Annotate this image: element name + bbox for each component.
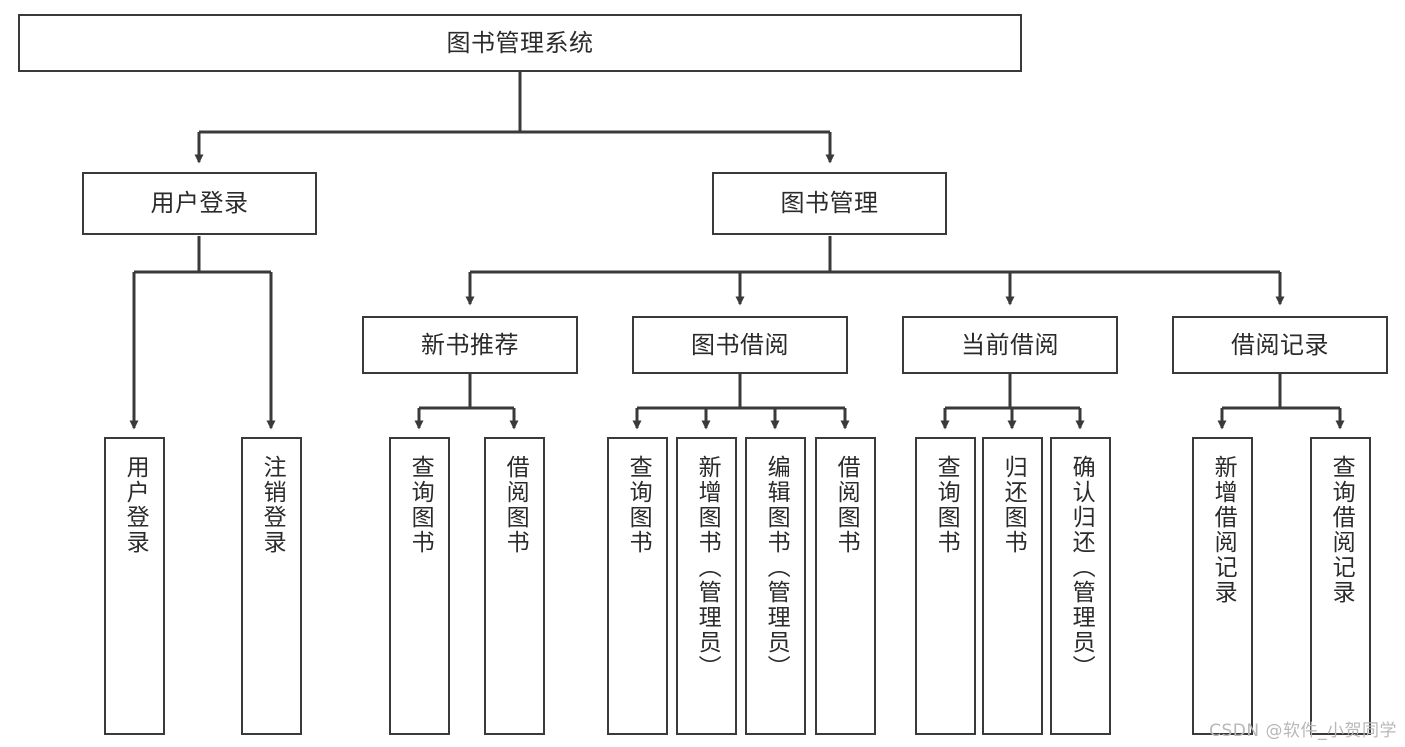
node-label: 新增图书（管理员） <box>694 455 721 680</box>
node-label: 注销登录 <box>259 455 286 555</box>
node-label: 借阅记录 <box>1231 330 1329 359</box>
node-leaf-user-login[interactable]: 用户登录 <box>104 437 165 735</box>
node-leaf-user-logout[interactable]: 注销登录 <box>241 437 302 735</box>
node-root-book-management-system[interactable]: 图书管理系统 <box>18 14 1022 72</box>
node-label: 图书借阅 <box>691 330 789 359</box>
node-leaf-add-book[interactable]: 新增图书（管理员） <box>676 437 737 735</box>
node-label: 用户登录 <box>150 189 249 218</box>
node-leaf-query-book-2[interactable]: 查询图书 <box>607 437 668 735</box>
node-leaf-borrow-book-2[interactable]: 借阅图书 <box>815 437 876 735</box>
node-label: 确认归还（管理员） <box>1068 455 1095 680</box>
node-label: 借阅图书 <box>502 455 529 555</box>
node-label: 查询图书 <box>625 455 652 555</box>
node-leaf-query-book-3[interactable]: 查询图书 <box>915 437 976 735</box>
node-book-manage[interactable]: 图书管理 <box>712 172 947 235</box>
node-label: 当前借阅 <box>961 330 1059 359</box>
node-label: 借阅图书 <box>833 455 860 555</box>
node-label: 查询图书 <box>933 455 960 555</box>
node-new-book-recommend[interactable]: 新书推荐 <box>362 316 578 374</box>
node-label: 查询借阅记录 <box>1328 455 1355 605</box>
node-current-borrow[interactable]: 当前借阅 <box>902 316 1118 374</box>
node-label: 新增借阅记录 <box>1210 455 1237 605</box>
node-label: 归还图书 <box>1000 455 1027 555</box>
node-borrow-record[interactable]: 借阅记录 <box>1172 316 1388 374</box>
node-label: 查询图书 <box>407 455 434 555</box>
node-leaf-edit-book[interactable]: 编辑图书（管理员） <box>745 437 806 735</box>
node-user-login[interactable]: 用户登录 <box>82 172 317 235</box>
node-leaf-confirm-return[interactable]: 确认归还（管理员） <box>1050 437 1111 735</box>
node-label: 新书推荐 <box>421 330 519 359</box>
node-label: 图书管理 <box>780 189 879 218</box>
node-label: 用户登录 <box>122 455 149 555</box>
node-leaf-return-book[interactable]: 归还图书 <box>982 437 1043 735</box>
node-leaf-add-record[interactable]: 新增借阅记录 <box>1192 437 1253 735</box>
node-leaf-borrow-book-1[interactable]: 借阅图书 <box>484 437 545 735</box>
node-leaf-query-record[interactable]: 查询借阅记录 <box>1310 437 1371 735</box>
node-label: 编辑图书（管理员） <box>763 455 790 680</box>
node-book-borrow[interactable]: 图书借阅 <box>632 316 848 374</box>
node-label: 图书管理系统 <box>446 28 594 57</box>
node-leaf-query-book-1[interactable]: 查询图书 <box>389 437 450 735</box>
